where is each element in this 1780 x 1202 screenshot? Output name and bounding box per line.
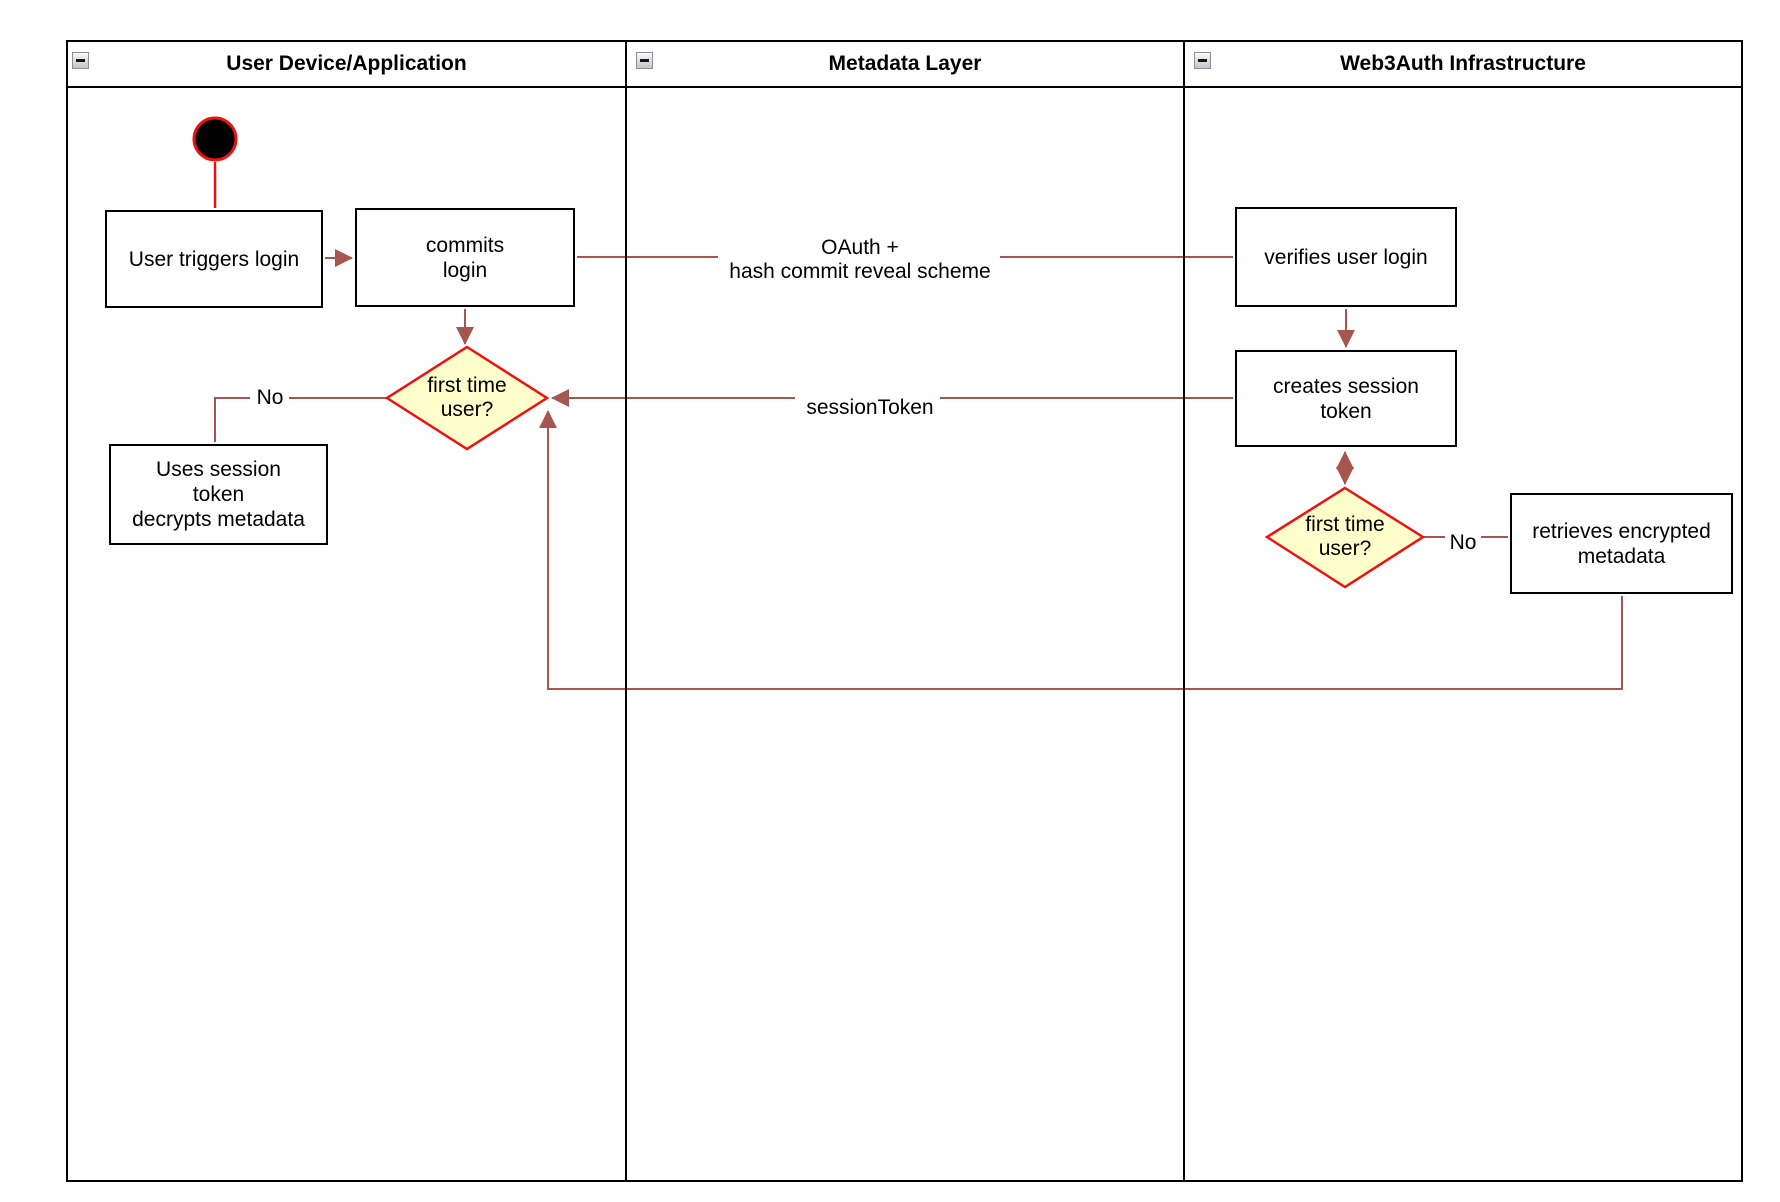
node-verifies-user-login[interactable]: verifies user login: [1235, 207, 1457, 307]
collapse-minus-icon[interactable]: [1194, 52, 1211, 69]
edge-decision-no-to-uses-session: [214, 397, 387, 442]
lane-header-metadata-layer[interactable]: Metadata Layer: [828, 52, 982, 75]
node-retrieves-encrypted-metadata[interactable]: retrieves encrypted metadata: [1510, 493, 1733, 594]
node-commits-login[interactable]: commits login: [355, 208, 575, 307]
node-user-triggers-login[interactable]: User triggers login: [105, 210, 323, 308]
node-label: metadata: [1577, 544, 1666, 568]
pool-frame: [66, 40, 1743, 1182]
node-label: decrypts metadata: [132, 508, 305, 531]
edge-label-oauth: OAuth + hash commit reveal scheme: [710, 236, 1010, 284]
node-label: commits: [425, 233, 505, 257]
edge-label-line: hash commit reveal scheme: [729, 260, 991, 283]
node-label: retrieves encrypted: [1532, 519, 1711, 543]
decision-label-web3auth: first time user?: [1267, 513, 1423, 561]
edge-retrieves-feedback-to-decision: [539, 410, 1623, 690]
node-label: token: [192, 483, 245, 506]
decision-first-time-web3auth[interactable]: [1264, 486, 1426, 589]
minus-glyph: [76, 59, 85, 62]
lane-header-web3auth[interactable]: Web3Auth Infrastructure: [1340, 52, 1586, 75]
decision-label-line: first time: [1305, 513, 1385, 536]
node-creates-session-token[interactable]: creates session token: [1235, 350, 1457, 447]
decision-label-line: user?: [440, 398, 494, 421]
header-divider: [66, 86, 1743, 88]
lane-divider-1: [625, 40, 627, 1182]
node-label: creates session: [1273, 374, 1419, 398]
lane-divider-2: [1183, 40, 1185, 1182]
minus-glyph: [640, 59, 649, 62]
edge-label-session-token: sessionToken: [806, 396, 934, 419]
collapse-minus-icon[interactable]: [72, 52, 89, 69]
minus-glyph: [1198, 59, 1207, 62]
start-node[interactable]: [192, 116, 238, 162]
edge-label-no-web3auth: No: [1449, 531, 1477, 554]
decision-label-line: user?: [1318, 537, 1372, 560]
node-label: verifies user login: [1264, 245, 1428, 269]
node-label: Uses session: [156, 458, 281, 481]
node-label: User triggers login: [128, 247, 300, 271]
edge-label-no-user-device: No: [256, 386, 284, 409]
lane-header-user-device[interactable]: User Device/Application: [226, 52, 467, 75]
node-label: token: [1320, 399, 1372, 423]
decision-label-line: first time: [427, 374, 507, 397]
collapse-minus-icon[interactable]: [636, 52, 653, 69]
decision-label-user-device: first time user?: [387, 374, 547, 422]
node-uses-session-token[interactable]: Uses session token decrypts metadata: [109, 444, 328, 545]
node-label: login: [442, 258, 488, 282]
edge-label-line: OAuth +: [821, 236, 899, 259]
decision-first-time-user-device[interactable]: [384, 345, 550, 451]
